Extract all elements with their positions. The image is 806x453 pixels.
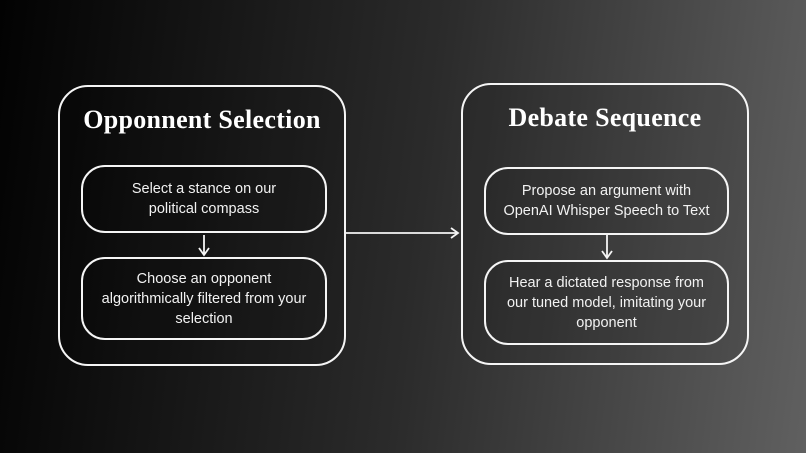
step-hear-response: Hear a dictated response from our tuned … <box>484 260 729 345</box>
step-choose-opponent: Choose an opponent algorithmically filte… <box>81 257 327 340</box>
arrow-down-icon <box>198 235 210 257</box>
step-hear-response-label: Hear a dictated response from our tuned … <box>506 274 707 331</box>
step-select-stance-label: Select a stance on our political compass <box>131 181 277 217</box>
step-select-stance: Select a stance on our political compass <box>81 165 327 233</box>
step-choose-opponent-label: Choose an opponent algorithmically filte… <box>101 270 307 327</box>
arrow-down-icon <box>601 235 613 260</box>
panel-debate-sequence: Debate Sequence Propose an argument with… <box>461 83 749 365</box>
step-propose-argument-label: Propose an argument with OpenAI Whisper … <box>503 183 710 219</box>
panel-opponent-selection: Opponnent Selection Select a stance on o… <box>58 85 346 366</box>
panel-title-opponent-selection: Opponnent Selection <box>83 105 321 134</box>
arrow-right-icon <box>346 227 460 239</box>
panel-title-debate-sequence: Debate Sequence <box>508 103 702 132</box>
step-propose-argument: Propose an argument with OpenAI Whisper … <box>484 167 729 235</box>
